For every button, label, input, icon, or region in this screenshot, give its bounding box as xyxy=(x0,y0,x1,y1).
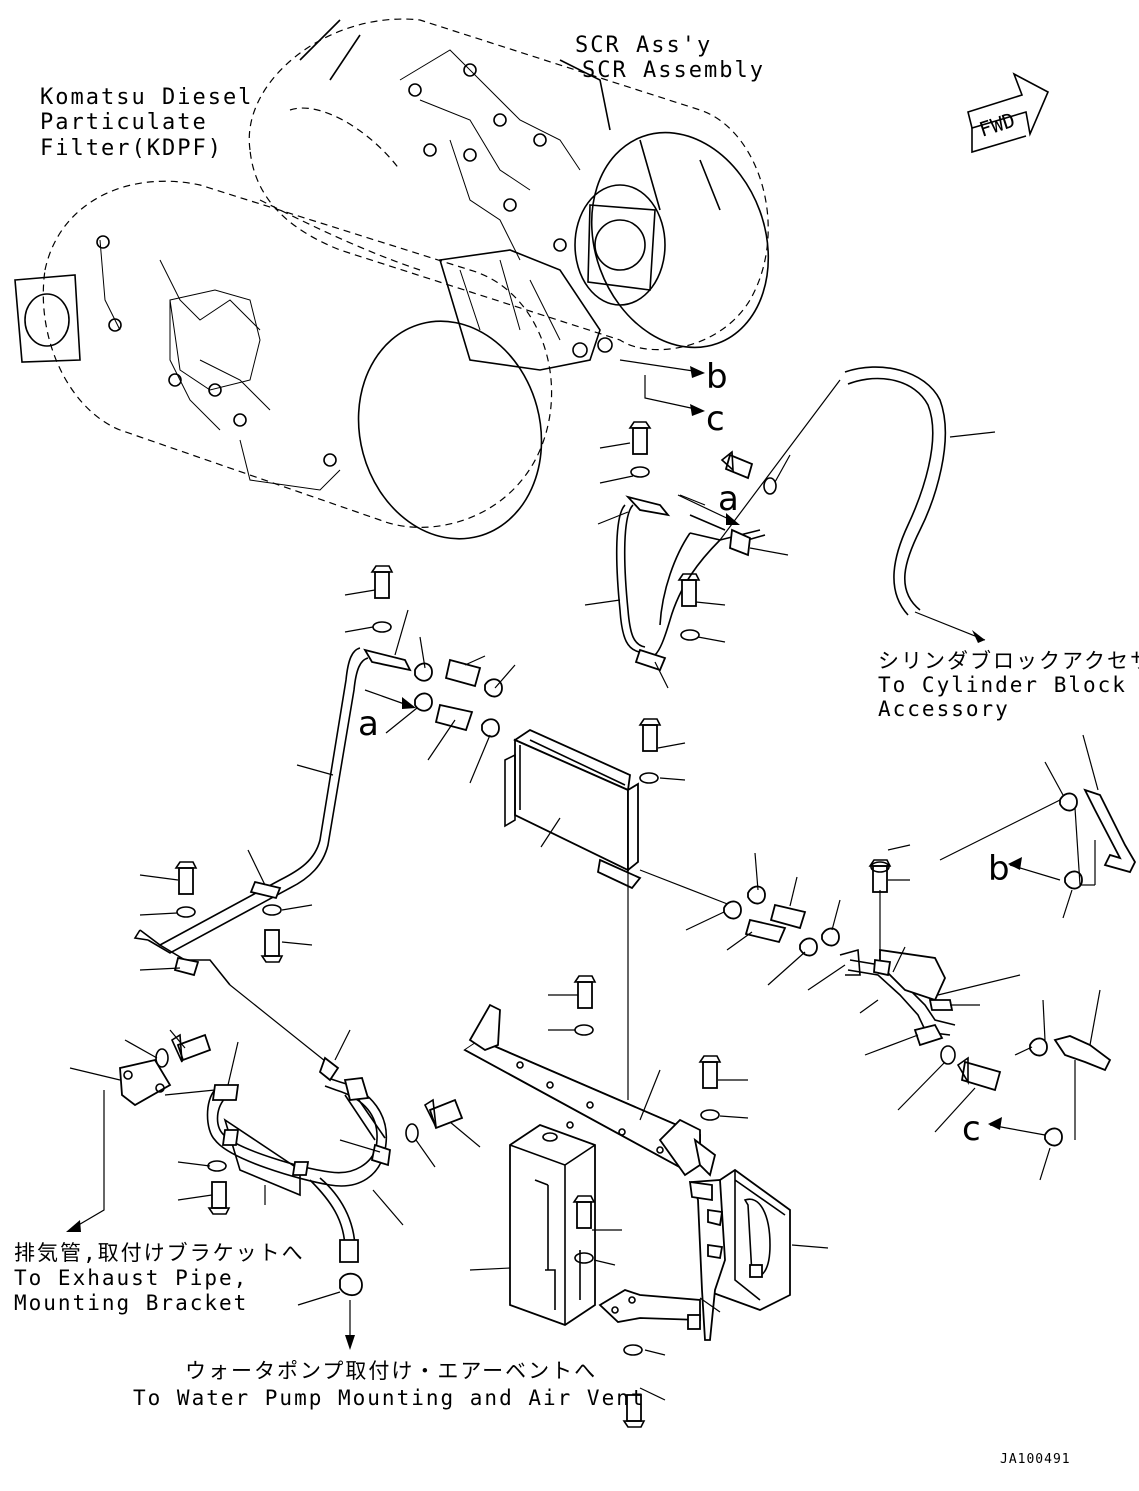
fwd-arrow: FWD xyxy=(967,72,1050,154)
kdpf-label-line3: Filter(KDPF) xyxy=(40,136,223,161)
cooler-bracket xyxy=(504,718,731,1100)
ref-arrows-top: b c xyxy=(619,357,728,439)
cylinder-label-jp: シリンダブロックアクセサリへ xyxy=(878,649,1139,673)
hose-to-cylinder-block xyxy=(844,366,996,643)
lower-stand-bracket xyxy=(469,1123,622,1327)
waterpump-label-jp: ウォータポンプ取付け・エアーベントへ xyxy=(185,1359,597,1383)
scr-label-line1: SCR Ass'y xyxy=(575,33,712,58)
lower-right-bracket xyxy=(598,1168,829,1428)
drawing-code: JA100491 xyxy=(1000,1452,1071,1467)
hose-clamp-set-center: a xyxy=(358,636,516,784)
ref-b-top: b xyxy=(706,357,728,397)
ref-b-right: b xyxy=(988,849,1010,889)
lower-left-hose-assembly xyxy=(66,1029,481,1350)
kdpf-label-line1: Komatsu Diesel xyxy=(40,85,253,110)
cylinder-label-line2: Accessory xyxy=(878,697,1010,721)
upper-tube-assembly: a xyxy=(584,379,841,689)
ref-a-upper: a xyxy=(718,479,739,519)
exhaust-label-line2: Mounting Bracket xyxy=(14,1291,248,1315)
waterpump-label-line1: To Water Pump Mounting and Air Vent xyxy=(133,1386,646,1410)
exhaust-label-jp: 排気管,取付けブラケットへ xyxy=(14,1241,305,1265)
labels: SCR Ass'y SCR Assembly Komatsu Diesel Pa… xyxy=(14,33,1139,1467)
hose-group-b-c: b c xyxy=(939,734,1137,1181)
ref-a-left: a xyxy=(358,704,379,744)
lower-bracket-plate xyxy=(463,975,749,1177)
exhaust-label-line1: To Exhaust Pipe, xyxy=(14,1266,248,1290)
ref-c-top: c xyxy=(706,399,725,439)
scr-assembly xyxy=(248,18,770,351)
kdpf-label-line2: Particulate xyxy=(40,110,208,135)
ref-c-right: c xyxy=(962,1109,981,1149)
fwd-label: FWD xyxy=(976,108,1018,142)
right-tube-assembly xyxy=(807,844,1021,1133)
left-pipe-assembly xyxy=(133,565,412,1066)
kdpf-assembly xyxy=(14,180,613,540)
hose-clamp-set-right xyxy=(685,852,841,986)
cylinder-label-line1: To Cylinder Block xyxy=(878,673,1127,697)
scr-label-line2: SCR Assembly xyxy=(582,58,765,83)
